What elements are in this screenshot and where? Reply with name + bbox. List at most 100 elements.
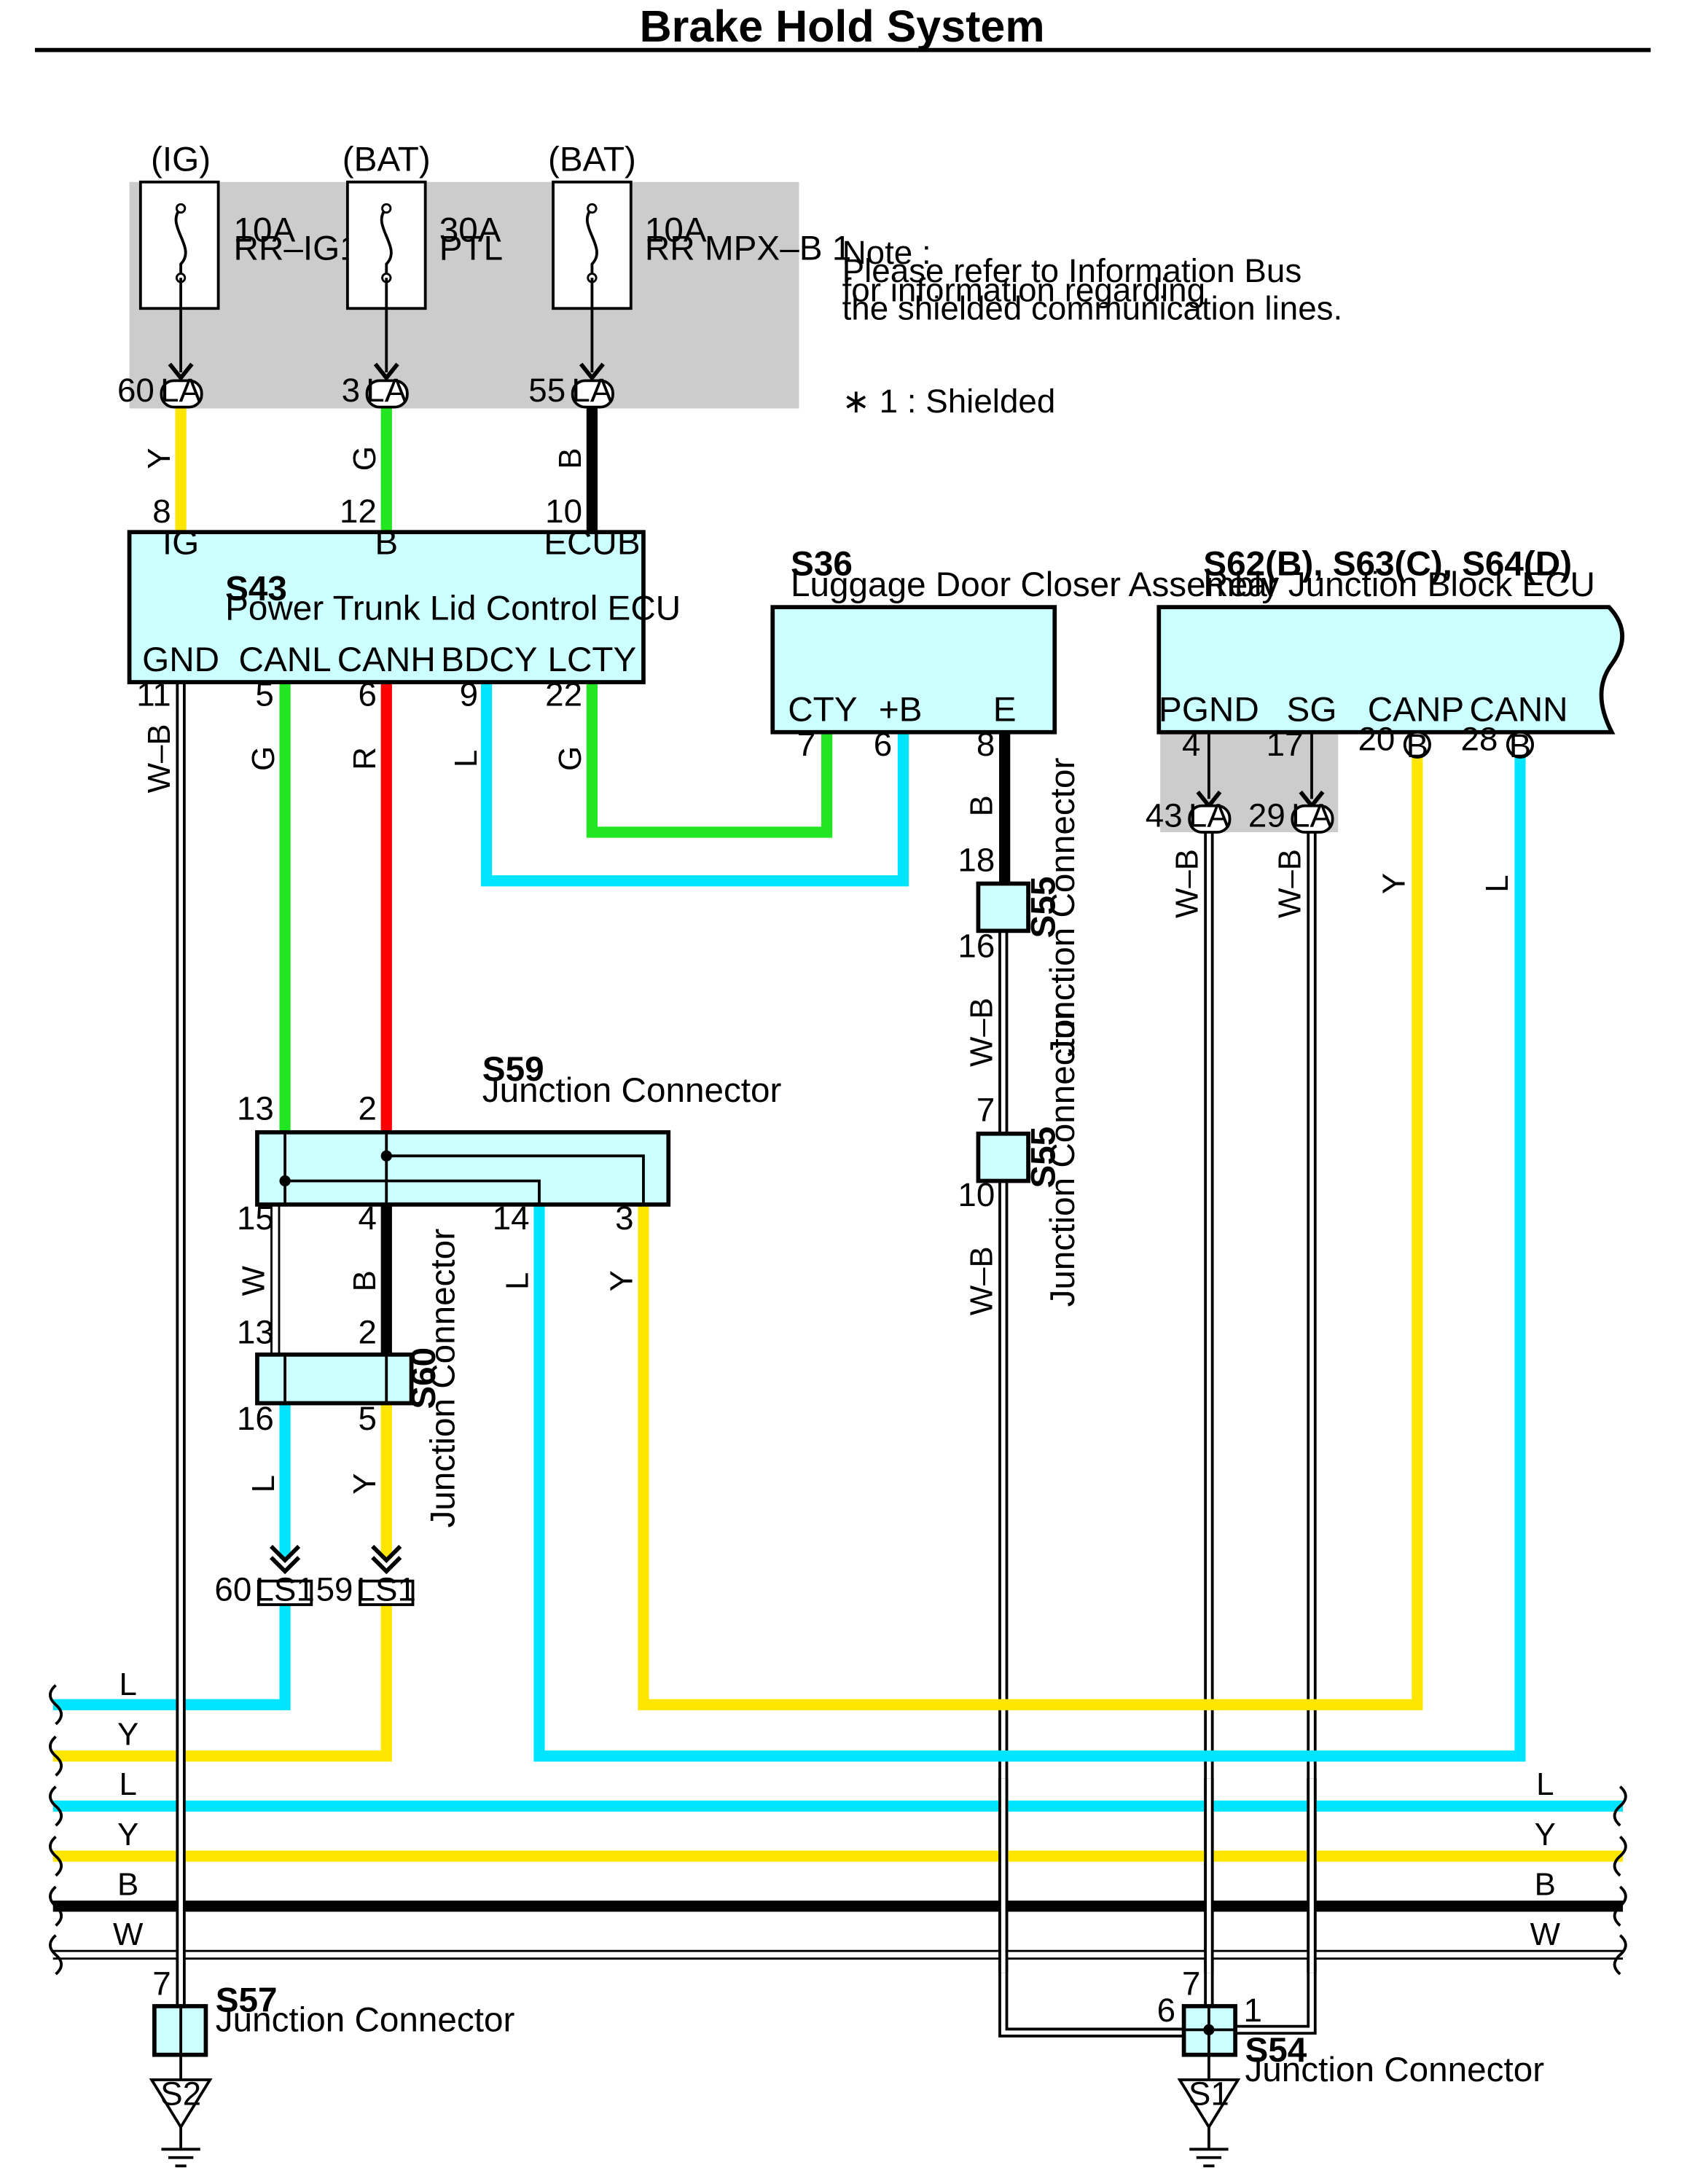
component-type: Junction Connector [1044, 758, 1082, 1057]
fuse-ptl: (BAT) 30A PTL [343, 140, 503, 382]
ground-code: S2 [160, 2075, 201, 2112]
wire-color-label: W–B [1272, 849, 1308, 918]
fuse-rating: 10A [234, 211, 296, 250]
pin-number: 3 [342, 372, 360, 409]
pin-number: 22 [545, 676, 582, 713]
component-body [770, 605, 1057, 735]
ground-s1-icon: S1 [1177, 2075, 1241, 2168]
bus-label: B [117, 1866, 138, 1902]
connector-ls1-59: LS1 59 [316, 1544, 416, 1608]
connector-code: LA [1291, 797, 1332, 834]
wire-w-b-s55 [998, 931, 1193, 2038]
note-line: the shielded communication lines. [842, 289, 1343, 326]
wire-color-label: G [246, 746, 281, 771]
terminal-ecub: ECUB [544, 524, 640, 563]
component-code: S57 [216, 1981, 278, 2020]
connector-code: LS1 [255, 1570, 314, 1608]
connector-arrow-icon [371, 1544, 402, 1575]
pin-number: 7 [152, 1965, 171, 2003]
connector-code: LA [571, 372, 612, 409]
pin-number: 13 [237, 1314, 274, 1351]
wire-color-label: Y [141, 448, 177, 469]
terminal-canl: CANL [239, 641, 332, 679]
wire-color-label: W–B [1170, 849, 1205, 918]
wire-color-label: B [552, 448, 588, 469]
component-code: S59 [482, 1050, 544, 1089]
bus-break-right [1613, 1785, 1627, 1976]
bus-label: Y [117, 1717, 138, 1753]
pin-number: 60 [117, 372, 154, 409]
connector-arrow-icon [270, 1544, 301, 1575]
connector-b-cann: B [1506, 727, 1535, 764]
wire-g-lcty [586, 682, 833, 838]
connector-code: LA [366, 372, 407, 409]
pin-number: 43 [1146, 797, 1183, 834]
pin-number: 16 [958, 928, 995, 965]
pin-number: 6 [358, 676, 376, 713]
component-code: S55 [1024, 877, 1062, 939]
splice-point [1203, 2024, 1215, 2036]
connector-la-29: LA 29 [1248, 797, 1334, 834]
terminal-cann: CANN [1470, 690, 1568, 729]
pin-number: 7 [797, 726, 815, 763]
terminal-gnd: GND [142, 641, 219, 679]
s43-power-trunk-lid-ecu: IG B ECUB S43 Power Trunk Lid Control EC… [127, 524, 681, 684]
component-code: S36 [791, 544, 853, 583]
pin-number: 59 [316, 1570, 353, 1608]
pin-number: 2 [358, 1314, 376, 1351]
fuse-rating: 10A [645, 211, 707, 250]
ecu-body [127, 530, 646, 684]
note-line: Please refer to Information Bus [842, 252, 1302, 289]
wire-l-ls1 [52, 1604, 291, 1710]
s36-luggage-door-closer: S36 Luggage Door Closer Assembly CTY +B … [770, 544, 1279, 735]
pin-number: 16 [237, 1400, 274, 1437]
pin-number: 8 [976, 726, 995, 763]
wire-w-b-sg [1231, 831, 1317, 2035]
fuse-block-area [129, 181, 799, 409]
component-code: S55 [1024, 1127, 1062, 1189]
connector-arrow-icon [579, 362, 605, 382]
connector-code: LA [160, 372, 201, 409]
connector-code: LA [1189, 797, 1229, 834]
page-title: Brake Hold System [640, 1, 1045, 51]
internal-splices [283, 1132, 645, 1205]
s59-junction-connector: S59 Junction Connector 13 2 15 4 14 3 [237, 1050, 782, 1237]
component-code: S43 [225, 570, 287, 608]
component-type: Junction Connector [482, 1071, 782, 1110]
pin-number: 28 [1461, 721, 1498, 758]
fuse-rr-ig1-2: (IG) 10A RR–IG1–2 [138, 140, 398, 382]
connector-b-canp: B [1403, 727, 1431, 764]
s54-junction-connector: 7 6 1 S54 Junction Connector [1157, 1965, 1545, 2089]
wire-color-label: L [1479, 874, 1515, 892]
pin-number: 18 [958, 841, 995, 878]
terminal-cty: CTY [788, 690, 857, 729]
splice-point [279, 1175, 291, 1187]
wire-y-canp [638, 757, 1423, 1710]
wire-color-label: Y [1377, 873, 1412, 894]
fuse-name: PTL [439, 230, 503, 268]
fuse-terminal [381, 203, 392, 214]
terminal-pgnd: PGND [1159, 690, 1259, 729]
connector-code: B [1406, 727, 1429, 764]
terminal-canp: CANP [1368, 690, 1464, 729]
fuse-rating: 30A [439, 211, 501, 250]
pin-number: 7 [976, 1092, 995, 1129]
pin-number: 60 [214, 1570, 251, 1608]
note: Note : Please refer to Information Bus f… [842, 234, 1343, 420]
pin-number: 1 [1244, 1992, 1262, 2029]
terminal-lcty: LCTY [548, 641, 637, 679]
pin-number: 13 [237, 1090, 274, 1127]
pin-number: 10 [545, 493, 582, 530]
pin-number: 7 [1182, 1965, 1200, 2003]
pin-number: 17 [1267, 726, 1304, 763]
wire-y-ls1 [52, 1604, 392, 1762]
bus-label: Y [1535, 1817, 1556, 1852]
connector-code: B [1509, 727, 1532, 764]
wire-color-label: B [347, 1270, 383, 1291]
pin-number: 8 [152, 493, 171, 530]
connector-la-3: LA 3 [342, 372, 409, 409]
wire-color-label: G [347, 446, 383, 471]
wire-w-b-pgnd-over [998, 1778, 1317, 1973]
note-line: Note : [842, 234, 931, 271]
